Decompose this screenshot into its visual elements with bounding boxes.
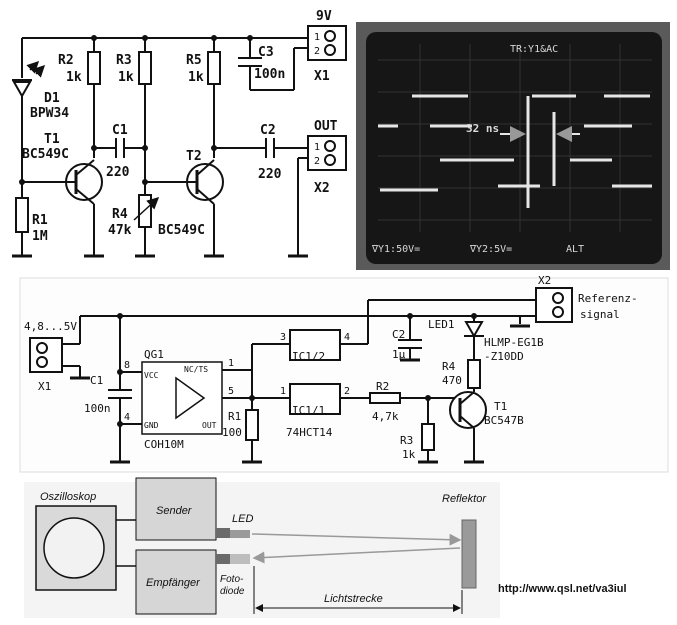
c2-value-r4: 470 <box>442 374 462 387</box>
label-t1: T1 <box>44 132 60 147</box>
c2-label-supply: 4,8...5V <box>24 320 77 333</box>
label-c1: C1 <box>112 123 128 138</box>
label-x2: X2 <box>314 181 330 196</box>
scope-top-label: TR:Y1&AC <box>510 44 558 55</box>
label-d1: D1 <box>44 91 60 106</box>
empfaenger-box <box>135 549 217 615</box>
c2-label-x2: X2 <box>538 274 551 287</box>
c2-label-r4: R4 <box>442 360 456 373</box>
c2-label-led1: LED1 <box>428 318 455 331</box>
label-9v: 9V <box>316 9 332 24</box>
label-c3: C3 <box>258 45 274 60</box>
value-t2: BC549C <box>158 223 205 238</box>
qg1-pin-out: OUT <box>202 421 217 430</box>
value-r2: 1k <box>66 70 82 85</box>
c2-value-t1: BC547B <box>484 414 524 427</box>
x1-pin-1: 1 <box>314 32 320 43</box>
label-r4: R4 <box>112 207 128 222</box>
label-oszilloskop: Oszilloskop <box>40 491 96 503</box>
label-lichtstrecke: Lichtstrecke <box>324 593 383 605</box>
value-t1: BC549C <box>22 147 69 162</box>
qg1-pin-ncts: NC/TS <box>184 365 208 374</box>
pin-2: 2 <box>344 386 350 397</box>
qg1-pin-gnd: GND <box>144 421 159 430</box>
value-d1: BPW34 <box>30 106 69 121</box>
c2-label-led-part2: -Z10DD <box>484 350 524 363</box>
label-t2: T2 <box>186 149 202 164</box>
c2-value-c1: 100n <box>84 402 111 415</box>
pin-1-qg: 1 <box>228 358 234 369</box>
label-empfaenger: Empfänger <box>146 577 201 589</box>
c2-label-t1: T1 <box>494 400 507 413</box>
label-r2: R2 <box>58 53 74 68</box>
scope-measure: 32 ns <box>466 122 499 135</box>
led-icon <box>230 530 250 538</box>
label-led: LED <box>232 513 253 525</box>
value-c2: 220 <box>258 167 282 182</box>
value-r4: 47k <box>108 223 132 238</box>
circuit-1 <box>12 25 347 258</box>
c2-label-x1: X1 <box>38 380 51 393</box>
c2-value-c2: 1µ <box>392 348 406 361</box>
scope-traces <box>378 94 652 208</box>
sender-box <box>135 477 217 541</box>
c2-label-c1: C1 <box>90 374 103 387</box>
c2-label-qg1: QG1 <box>144 348 164 361</box>
circuit-2 <box>29 287 573 464</box>
qg1-pin-vcc: VCC <box>144 371 159 380</box>
label-reflektor: Reflektor <box>442 493 487 505</box>
label-r1: R1 <box>32 213 48 228</box>
value-r3: 1k <box>118 70 134 85</box>
label-x1: X1 <box>314 69 330 84</box>
pin-8: 8 <box>124 360 130 371</box>
source-url: http://www.qsl.net/va3iul <box>498 583 627 595</box>
pin-4: 4 <box>124 412 130 423</box>
pin-5: 5 <box>228 386 234 397</box>
c2-label-led-part1: HLMP-EG1B <box>484 336 544 349</box>
c2-label-r3: R3 <box>400 434 413 447</box>
value-c3: 100n <box>254 67 285 82</box>
value-r1: 1M <box>32 229 48 244</box>
label-r5: R5 <box>186 53 202 68</box>
pin-1-ic: 1 <box>280 386 286 397</box>
pin-3: 3 <box>280 332 286 343</box>
c2-value-r1: 100 <box>222 426 242 439</box>
scope-ch2: ∇Y2:5V= <box>469 244 512 255</box>
c2-label-qg1-part: COH10M <box>144 438 184 451</box>
setup-diagram: Oszilloskop Sender Empfänger LED Foto- d… <box>24 477 500 618</box>
scope-ch1: ∇Y1:50V= <box>371 244 420 255</box>
c2-label-ref1: Referenz- <box>578 292 638 305</box>
label-foto1: Foto- <box>220 574 244 585</box>
c2-label-r1: R1 <box>228 410 241 423</box>
label-out: OUT <box>314 119 338 134</box>
value-c1: 220 <box>106 165 130 180</box>
x2-pin-2: 2 <box>314 156 320 167</box>
scope-mode: ALT <box>566 244 584 255</box>
label-foto2: diode <box>220 586 245 597</box>
value-r5: 1k <box>188 70 204 85</box>
c2-value-r3: 1k <box>402 448 416 461</box>
c2-label-ic11: IC1/1 <box>292 404 325 417</box>
label-r3: R3 <box>116 53 132 68</box>
c2-label-r2: R2 <box>376 380 389 393</box>
oscilloscope-screen <box>43 517 105 579</box>
c2-label-ref2: signal <box>580 308 620 321</box>
photodiode-icon <box>230 554 250 564</box>
c2-label-ic-part: 74HCT14 <box>286 426 333 439</box>
label-c2: C2 <box>260 123 276 138</box>
label-sender: Sender <box>156 505 193 517</box>
c2-label-c2: C2 <box>392 328 405 341</box>
x2-pin-1: 1 <box>314 142 320 153</box>
x1-pin-2: 2 <box>314 46 320 57</box>
c2-value-r2: 4,7k <box>372 410 399 423</box>
c2-label-ic12: IC1/2 <box>292 350 325 363</box>
pin-4-ic: 4 <box>344 332 350 343</box>
oscilloscope-photo: TR:Y1&AC 32 ns ∇Y1:50V= ∇Y2:5V= ALT <box>356 22 670 270</box>
reflektor-icon <box>461 519 477 589</box>
